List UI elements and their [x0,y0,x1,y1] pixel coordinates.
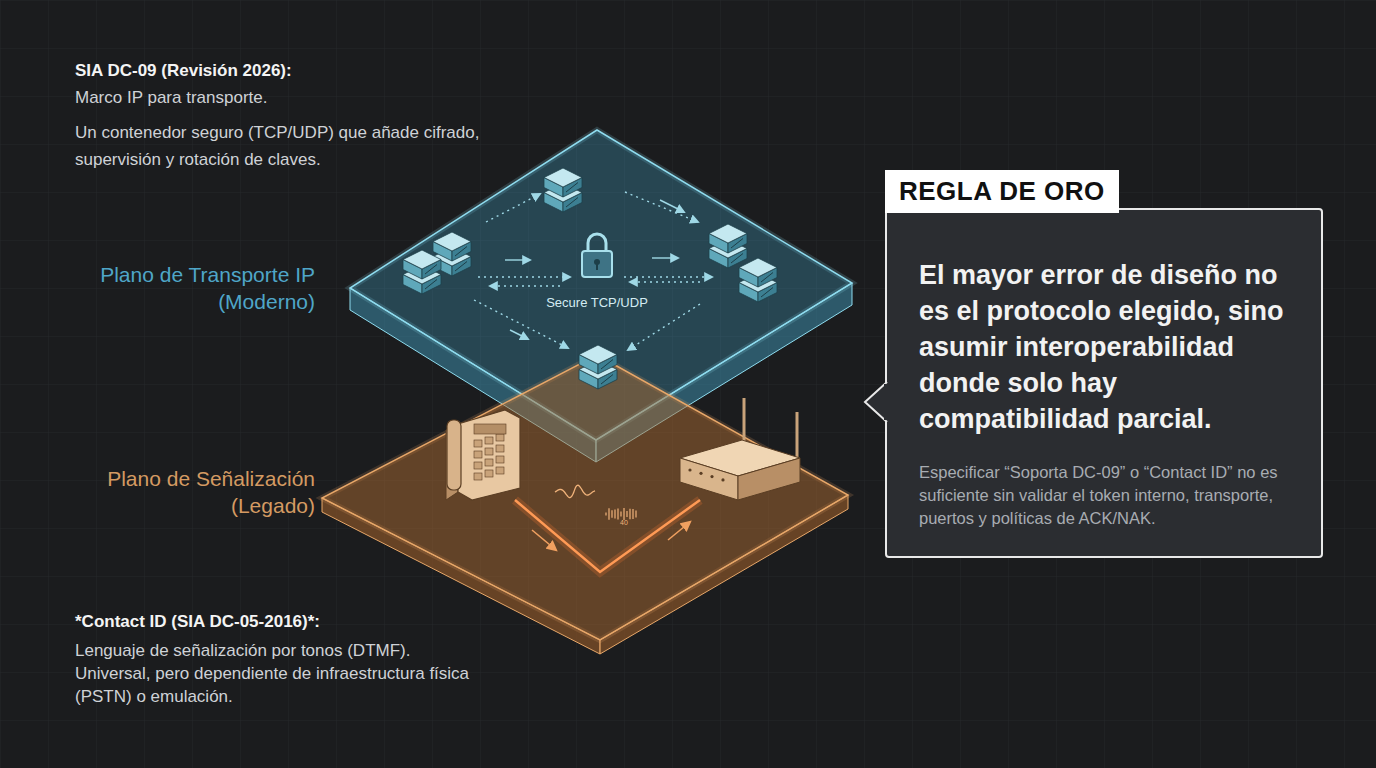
phone-key [496,467,504,474]
waveform-bar [623,508,624,520]
plane-label: Plano de Señalización (Legado) [55,465,315,519]
router-led [688,468,691,471]
protocol-subtitle: Marco IP para transporte. [75,88,267,108]
lock-shackle [588,234,606,252]
signal-arrow [532,530,556,550]
phone-key [485,470,493,477]
plane-top [322,355,848,640]
plane-outline [318,352,854,657]
waveform-bar [617,509,618,520]
protocol-heading: SIA DC-09 (Revisión 2026): [75,61,292,81]
waveform-bar [629,509,630,519]
server-led [455,262,467,272]
protocol-description: Un contenedor seguro (TCP/UDP) que añade… [75,119,515,173]
server-led [601,360,613,370]
cable-glow [515,500,700,572]
callout-pointer [863,380,889,424]
waveform-bar [620,512,621,517]
server-led [761,288,773,298]
dotted-flow-arrow [630,281,700,282]
golden-rule-callout: REGLA DE OROEl mayor error de diseño no … [885,208,1323,558]
callout-body: El mayor error de diseño no es el protoc… [919,257,1291,437]
phone-key [474,462,482,469]
server-unit [544,168,582,197]
router-side [738,458,800,500]
router-icon [680,398,800,500]
waveform-bar [614,509,615,518]
flow-arrow [660,200,684,212]
callout-note: Especificar “Soporta DC-09” o “Contact I… [919,461,1291,530]
dotted-flow-arrow [478,276,570,277]
flow-arrow [505,259,530,260]
phone-key [496,456,504,463]
waveform-bar [626,511,627,517]
dotted-flow-arrow [624,276,712,277]
server-led [601,375,613,385]
flow-arrow [510,330,528,339]
phone-key [496,445,504,452]
phone-handset [447,420,461,490]
signal-arrow [668,522,690,540]
server-led [425,265,437,275]
server-led [731,239,743,249]
lock-body [582,251,612,277]
dotted-flow-arrow [625,192,698,222]
server-led [731,254,743,264]
router-led [721,478,724,481]
phone-key [496,434,504,441]
dotted-flow-arrow [628,304,700,350]
padlock-icon [582,234,612,277]
dotted-flow-arrow [474,300,568,348]
dotted-flow-arrow [490,285,560,286]
server-led [761,273,773,283]
telephone-icon [446,410,520,500]
audio-waveform [555,485,595,497]
plane-inner-label: Secure TCP/UDP [517,295,677,310]
router-antenna [743,398,746,445]
phone-key [485,437,493,444]
router-front [680,458,738,500]
protocol-heading: *Contact ID (SIA DC-05-2016)*: [75,612,320,632]
waveform-bar [605,513,606,516]
server-unit [709,224,747,253]
server-unit [579,345,617,374]
phone-body [458,410,520,500]
pointer-mask [884,384,890,420]
server-led [566,198,578,208]
router-led [710,475,713,478]
lock-keyhole [596,263,598,270]
phone-display [474,424,506,434]
waveform-bar [635,511,636,518]
protocol-description: Lenguaje de señalización por tonos (DTMF… [75,639,470,708]
waveform-number: 40 [620,519,628,526]
phone-key [485,448,493,455]
plane-glow [322,355,848,640]
flow-arrow [652,257,678,258]
plane-label: Plano de Transporte IP (Moderno) [55,261,315,315]
dotted-flow-arrow [486,194,540,222]
router-antenna [796,412,799,460]
server-led [455,247,467,257]
server-unit [739,258,777,287]
pointer-shape [865,382,887,422]
signal-cable [515,500,700,572]
waveform-bar [632,509,633,519]
server-led [566,183,578,193]
server-unit [433,232,471,261]
callout-tab: REGLA DE ORO [885,170,1119,213]
router-led [699,472,702,475]
signalling-plane: Plano de Señalización (Legado) [318,352,854,657]
phone-key [474,451,482,458]
phone-key [474,473,482,480]
waveform-bar [608,508,609,520]
server-led [425,280,437,290]
server-unit [403,250,441,279]
phone-key [485,459,493,466]
phone-key [474,440,482,447]
waveform-bar [611,510,612,518]
